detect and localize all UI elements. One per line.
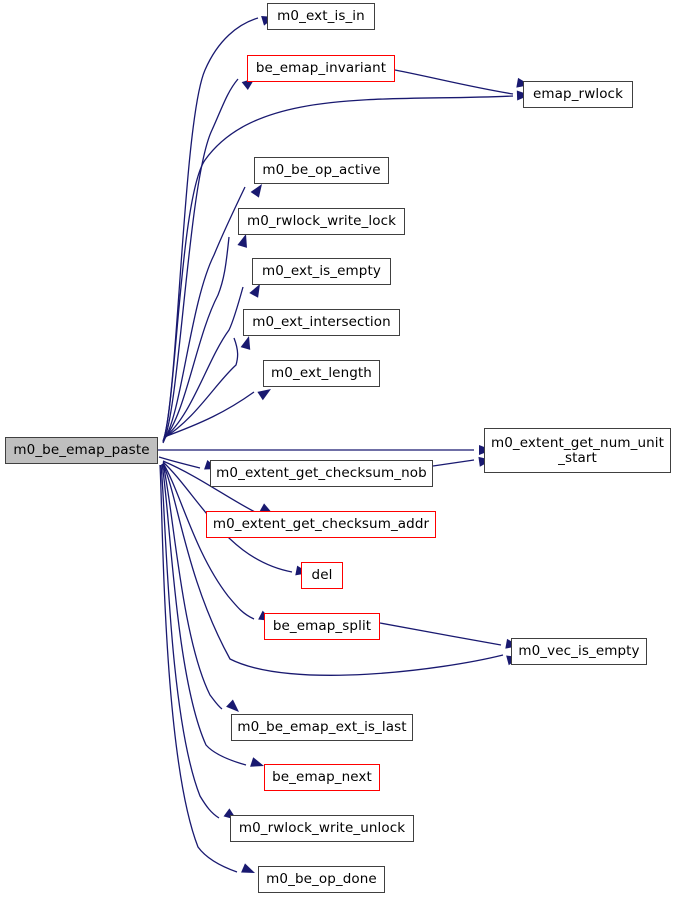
node-m0_ext_is_empty[interactable]: m0_ext_is_empty: [252, 258, 391, 285]
edge-split-to-vec_is_empty: [379, 622, 502, 646]
edge-paste-to-m0_be_op_active: [163, 186, 246, 441]
edge-paste-to-del: [162, 461, 293, 573]
node-be_emap_split[interactable]: be_emap_split: [264, 613, 380, 640]
node-m0_ext_length[interactable]: m0_ext_length: [263, 360, 380, 387]
node-m0_rwlock_write_unlock[interactable]: m0_rwlock_write_unlock: [230, 815, 414, 842]
node-del[interactable]: del: [301, 562, 343, 589]
arrow-m0_be_op_active: [250, 184, 262, 198]
node-m0_extent_get_checksum_addr[interactable]: m0_extent_get_checksum_addr: [206, 511, 436, 538]
edge-paste-to-be_emap_next: [161, 463, 247, 766]
arrow-m0_ext_length: [257, 389, 271, 401]
arrow-m0_ext_is_empty: [249, 284, 260, 298]
arrow-be_emap_next: [250, 757, 264, 767]
edge-paste-to-rwlock_write_unlock: [160, 464, 220, 819]
edge-paste-to-emap_rwlock: [162, 95, 514, 442]
arrow-be_op_done: [241, 863, 255, 873]
node-be_emap_invariant[interactable]: be_emap_invariant: [247, 55, 395, 82]
node-emap_rwlock[interactable]: emap_rwlock: [523, 81, 633, 108]
node-m0_extent_get_num_unit_start[interactable]: m0_extent_get_num_unit _start: [484, 428, 671, 473]
node-m0_rwlock_write_lock[interactable]: m0_rwlock_write_lock: [238, 208, 405, 235]
arrow-m0_rwlock_write_lock: [237, 234, 247, 248]
edge-paste-to-m0_ext_is_empty: [163, 286, 244, 439]
edge-checksum_nob-to-num_unit_start: [432, 459, 475, 467]
arrow-m0_ext_intersection: [240, 336, 251, 350]
edge-paste-to-m0_rwlock_write_lock: [163, 236, 230, 440]
node-m0_be_emap_paste[interactable]: m0_be_emap_paste: [5, 437, 158, 464]
edge-invariant-to-emap_rwlock: [394, 69, 514, 95]
node-be_emap_next[interactable]: be_emap_next: [264, 764, 380, 791]
edge-paste-to-be_emap_split: [162, 462, 255, 620]
node-m0_be_emap_ext_is_last[interactable]: m0_be_emap_ext_is_last: [231, 714, 413, 741]
node-m0_be_op_active[interactable]: m0_be_op_active: [254, 157, 389, 184]
edge-paste-to-vec_is_empty: [162, 463, 504, 676]
node-m0_be_op_done[interactable]: m0_be_op_done: [258, 866, 385, 893]
arrow-ext_is_last: [226, 699, 239, 712]
node-m0_ext_intersection[interactable]: m0_ext_intersection: [243, 309, 400, 336]
edge-paste-to-m0_ext_length: [163, 391, 255, 438]
edge-paste-to-checksum_nob: [158, 456, 201, 469]
edge-paste-to-be_op_done: [159, 464, 238, 873]
edge-paste-to-ext_is_last: [162, 463, 223, 710]
node-m0_extent_get_checksum_nob[interactable]: m0_extent_get_checksum_nob: [210, 460, 433, 487]
node-m0_vec_is_empty[interactable]: m0_vec_is_empty: [511, 638, 647, 665]
node-m0_ext_is_in[interactable]: m0_ext_is_in: [267, 3, 375, 30]
edge-paste-to-be_emap_invariant: [162, 78, 239, 444]
edge-paste-to-m0_ext_intersection: [163, 337, 239, 439]
